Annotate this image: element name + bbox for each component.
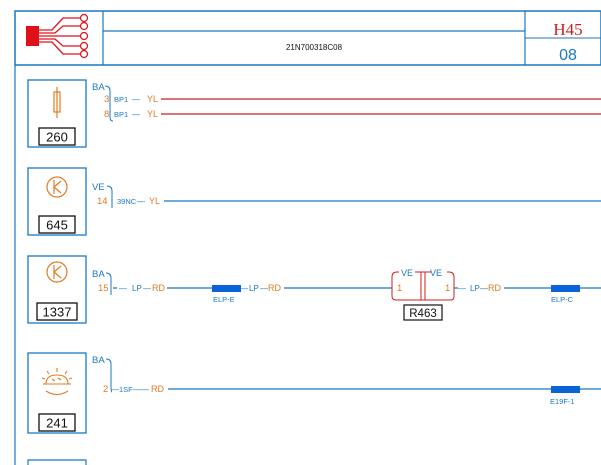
connector-label: BA	[92, 269, 105, 280]
wire-color: YL	[147, 94, 158, 104]
pin-number: 3	[104, 94, 109, 105]
wire-260-pin3[interactable]: 3 BP1 — YL	[104, 94, 601, 105]
svg-text:—: —	[119, 284, 127, 293]
svg-text:—: —	[240, 284, 248, 293]
lamp-icon	[46, 176, 68, 198]
connector-bracket	[106, 185, 113, 208]
relay-block-r463[interactable]: VE VE 1 1 R463	[391, 268, 455, 321]
splice-elp-c[interactable]: ELP-C	[551, 285, 580, 304]
splice-marker	[551, 285, 580, 292]
splice-label: E19F-1	[550, 397, 575, 406]
component-frame	[27, 352, 87, 434]
connector-label: BA	[92, 82, 105, 93]
relay-right-connector: VE	[430, 268, 442, 278]
component-id: 260	[46, 130, 68, 145]
svg-text:—: —	[111, 385, 119, 394]
svg-text:—: —	[137, 197, 145, 206]
wire-color: RD	[151, 384, 164, 394]
wire-id: 1SF	[119, 385, 133, 394]
wire-color: RD	[488, 283, 501, 293]
wire-id: LP	[470, 284, 480, 293]
next-component-frame	[27, 459, 87, 465]
splice-e19f-1[interactable]: E19F-1	[550, 386, 580, 406]
wire-color: RD	[152, 283, 165, 293]
wire-color: YL	[149, 196, 160, 206]
component-id: 241	[46, 416, 68, 431]
svg-text:——: ——	[133, 385, 149, 394]
pin-number: 14	[97, 196, 108, 207]
svg-text:—: —	[480, 284, 488, 293]
component-241[interactable]: 241 BA	[27, 352, 115, 434]
sun-lamp-icon	[41, 368, 73, 396]
component-id-box	[38, 413, 76, 432]
splice-label: ELP-E	[213, 295, 235, 304]
harness-logo-icon	[26, 13, 89, 59]
component-frame	[27, 255, 87, 324]
fuse-icon	[53, 87, 61, 118]
svg-text:—: —	[143, 284, 151, 293]
svg-text:—: —	[458, 284, 466, 293]
diagram-code: H45	[553, 20, 582, 39]
relay-right-pin: 1	[445, 283, 450, 294]
connector-bracket	[104, 85, 114, 122]
wire-id: 39NC	[117, 197, 137, 206]
component-id-box	[38, 215, 76, 234]
svg-text:—: —	[260, 284, 268, 293]
component-260[interactable]: 260 BA	[27, 79, 114, 148]
relay-left-connector: VE	[401, 268, 413, 278]
wire-color: RD	[268, 283, 281, 293]
wire-260-pin8[interactable]: 8 BP1 — YL	[104, 109, 601, 120]
connector-label: VE	[92, 182, 105, 193]
component-id-box	[38, 127, 76, 146]
component-frame	[27, 167, 87, 236]
relay-left-pin: 1	[397, 283, 402, 294]
splice-label: ELP-C	[551, 295, 574, 304]
wire-id: BP1	[114, 110, 128, 119]
relay-id: R463	[409, 308, 437, 320]
splice-marker	[551, 386, 580, 393]
svg-text:—: —	[132, 95, 140, 104]
wire-color: YL	[147, 109, 158, 119]
reference-code: 21N700318C08	[286, 43, 343, 52]
connector-label: BA	[92, 355, 105, 366]
wire-id: BP1	[114, 95, 128, 104]
pin-number: 8	[104, 109, 109, 120]
wire-1337-pin15[interactable]: 15 — LP — RD — LP — RD — LP — RD	[98, 283, 601, 294]
component-id: 1337	[43, 305, 72, 320]
title-frame	[14, 10, 601, 66]
component-1337[interactable]: 1337 BA	[27, 255, 112, 324]
wire-241-pin2[interactable]: 2 — 1SF —— RD	[103, 384, 601, 395]
lamp-icon	[46, 261, 68, 283]
pin-number: 15	[98, 283, 109, 294]
splice-elp-e[interactable]: ELP-E	[212, 285, 241, 304]
sheet-number: 08	[559, 47, 577, 64]
relay-id-box	[403, 304, 443, 321]
wire-645-pin14[interactable]: 14 39NC — YL	[97, 196, 601, 207]
component-id-box	[36, 302, 78, 321]
component-frame	[27, 79, 87, 148]
svg-text:—: —	[132, 110, 140, 119]
component-id: 645	[46, 218, 68, 233]
pin-number: 2	[103, 384, 108, 395]
wire-id: LP	[249, 284, 259, 293]
splice-marker	[212, 285, 241, 292]
connector-bracket	[105, 272, 112, 295]
wire-id: LP	[132, 284, 142, 293]
component-645[interactable]: 645 VE	[27, 167, 113, 236]
title-block: 21N700318C08 H45 08	[14, 10, 601, 66]
